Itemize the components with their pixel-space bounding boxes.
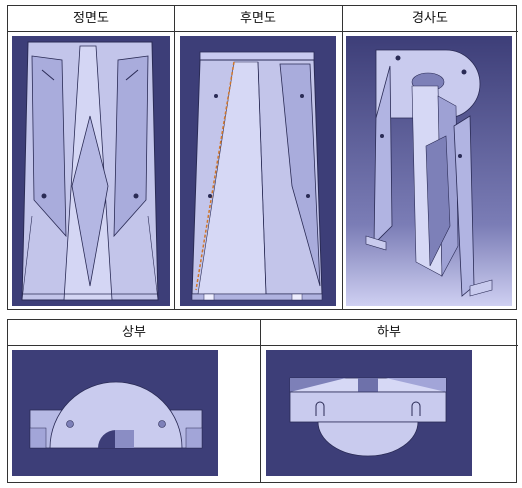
- top-views-table: 정면도 후면도 경사도: [7, 5, 518, 310]
- header-isometric-view: 경사도: [342, 6, 518, 32]
- header-bottom-view: 하부: [260, 320, 518, 346]
- rear-view-image: [180, 36, 336, 306]
- top-view-image: [12, 350, 218, 476]
- front-view-image: [12, 36, 170, 306]
- divider: [174, 6, 175, 309]
- bottom-view-image: [266, 350, 472, 476]
- header-top-view: 상부: [8, 320, 260, 346]
- header-front-view: 정면도: [8, 6, 174, 32]
- bottom-views-table: 상부 하부: [7, 319, 518, 483]
- divider: [342, 6, 343, 309]
- divider: [260, 320, 261, 482]
- header-rear-view: 후면도: [174, 6, 342, 32]
- isometric-view-image: [346, 36, 512, 306]
